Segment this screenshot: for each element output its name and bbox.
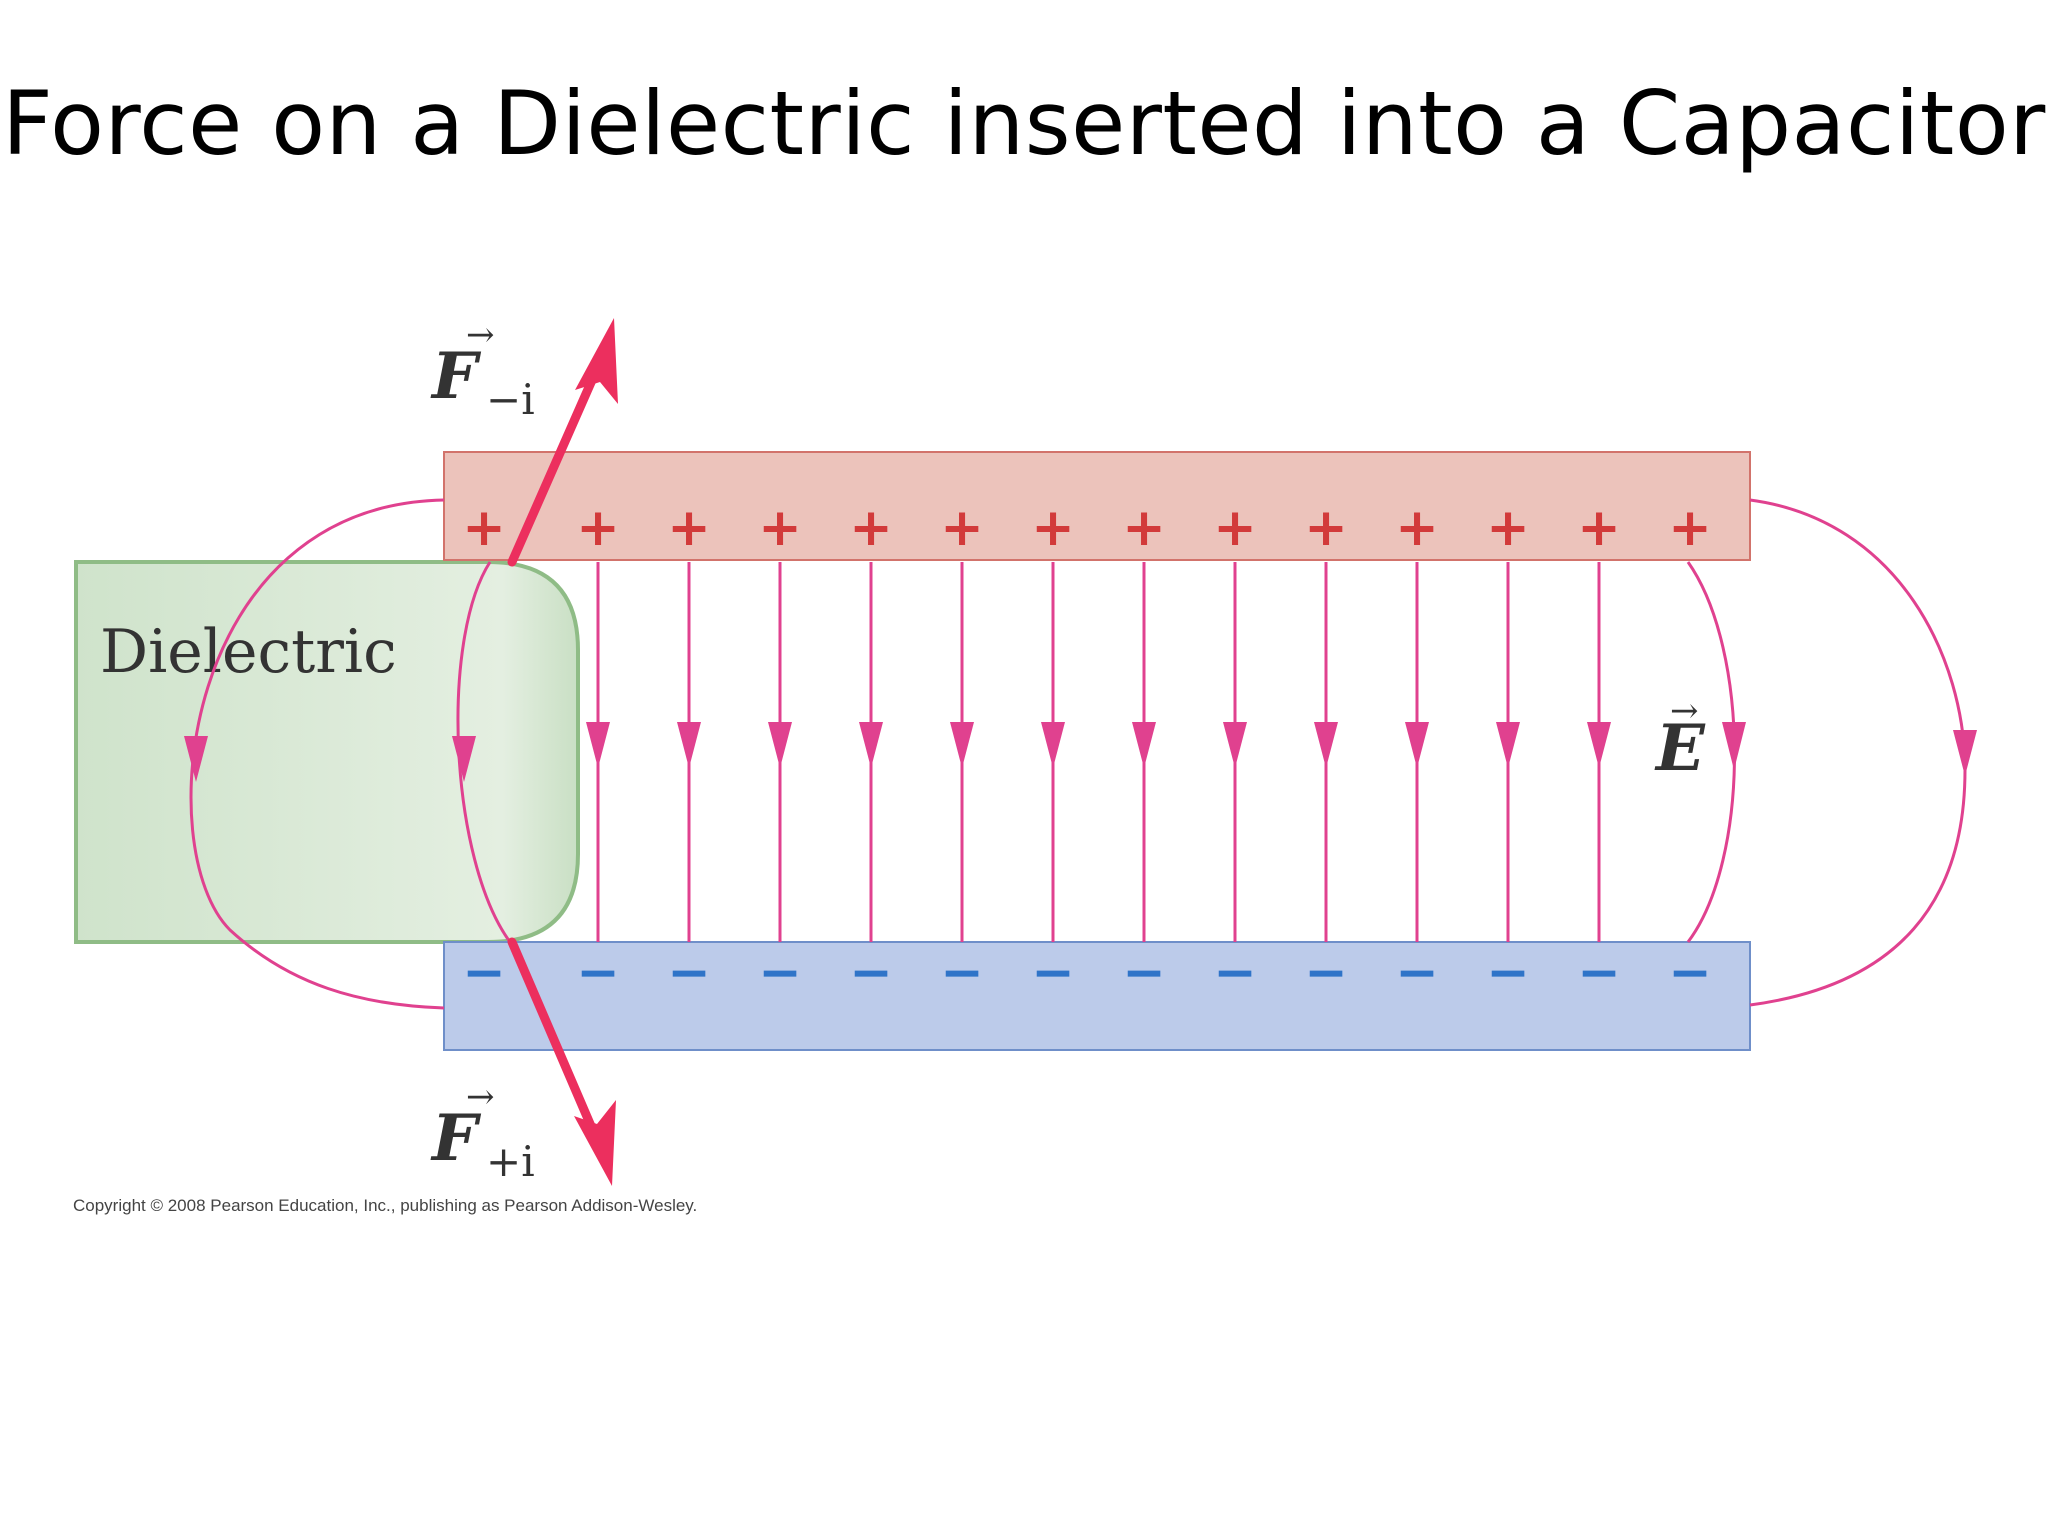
field-arrowhead — [1223, 722, 1247, 768]
positive-charge-sign: + — [1577, 498, 1621, 558]
dielectric-label: Dielectric — [100, 617, 397, 687]
force-arrow-up-shaft — [507, 357, 605, 567]
positive-charge-sign: + — [1486, 498, 1530, 558]
negative-charge-sign: − — [1577, 943, 1621, 1003]
dielectric-slab — [74, 560, 580, 944]
field-arrowhead — [1314, 722, 1338, 768]
positive-plate — [443, 451, 1751, 561]
field-label: → E — [1654, 691, 1706, 786]
fringe-arrowhead — [184, 736, 208, 782]
positive-charge-sign: + — [1031, 498, 1075, 558]
vector-arrow-icon: → — [1670, 691, 1699, 731]
positive-charge-sign: + — [576, 498, 620, 558]
fringe-arrowhead — [1953, 730, 1977, 776]
slide-title: Force on a Dielectric inserted into a Ca… — [2, 72, 2046, 175]
positive-charge-sign: + — [667, 498, 711, 558]
field-arrowhead — [768, 722, 792, 768]
force-bottom-symbol: F — [430, 1101, 482, 1176]
force-top-symbol: F — [430, 339, 482, 414]
force-top-subscript: −i — [486, 375, 535, 424]
positive-charge-sign: + — [462, 498, 506, 558]
fringe-arrowhead — [452, 736, 476, 782]
fringe-field-line-right-outer — [1749, 498, 1967, 1007]
negative-charge-sign: − — [940, 943, 984, 1003]
field-arrowhead — [950, 722, 974, 768]
negative-charge-sign: − — [1031, 943, 1075, 1003]
uniform-field-lines — [586, 562, 1611, 942]
negative-charge-sign: − — [1486, 943, 1530, 1003]
fringe-arrowhead — [1722, 722, 1746, 770]
negative-charge-sign: − — [1304, 943, 1348, 1003]
negative-charge-sign: − — [849, 943, 893, 1003]
force-arrow-up-head — [575, 318, 618, 404]
field-arrowhead — [1587, 722, 1611, 768]
force-arrow-down-head — [574, 1100, 616, 1186]
positive-charge-sign: + — [1213, 498, 1257, 558]
fringe-field-line-left-outer — [189, 498, 445, 1010]
negative-charge-sign: − — [1122, 943, 1166, 1003]
positive-charge-sign: + — [1304, 498, 1348, 558]
negative-plate — [443, 941, 1751, 1051]
negative-charge-sign: − — [462, 943, 506, 1003]
copyright-notice: Copyright © 2008 Pearson Education, Inc.… — [73, 1196, 698, 1215]
force-arrow-down-shaft — [507, 937, 602, 1145]
negative-charge-sign: − — [1213, 943, 1257, 1003]
field-arrowhead — [586, 722, 610, 768]
negative-charge-sign: − — [1668, 943, 1712, 1003]
field-arrowhead — [1405, 722, 1429, 768]
force-bottom-subscript: +i — [486, 1137, 535, 1186]
negative-charge-sign: − — [758, 943, 802, 1003]
force-bottom-label: → F +i — [430, 1077, 535, 1186]
positive-charge-sign: + — [1668, 498, 1712, 558]
negative-charge-sign: − — [576, 943, 620, 1003]
force-top-label: → F −i — [430, 315, 535, 424]
field-arrowhead — [859, 722, 883, 768]
vector-arrow-icon: → — [466, 315, 495, 355]
negative-charge-sign: − — [667, 943, 711, 1003]
field-arrowhead — [1496, 722, 1520, 768]
negative-charge-sign: − — [1395, 943, 1439, 1003]
field-symbol: E — [1654, 711, 1706, 786]
positive-charge-sign: + — [1122, 498, 1166, 558]
positive-charge-sign: + — [849, 498, 893, 558]
negative-charges: −−−−−−−−−−−−−− — [462, 943, 1712, 1003]
field-arrowhead — [1041, 722, 1065, 768]
positive-charge-sign: + — [940, 498, 984, 558]
field-arrowhead — [677, 722, 701, 768]
field-arrowhead — [1132, 722, 1156, 768]
vector-arrow-icon: → — [466, 1077, 495, 1117]
positive-charges: + + + + + + + + + + + + + + — [462, 498, 1712, 558]
positive-charge-sign: + — [758, 498, 802, 558]
positive-charge-sign: + — [1395, 498, 1439, 558]
